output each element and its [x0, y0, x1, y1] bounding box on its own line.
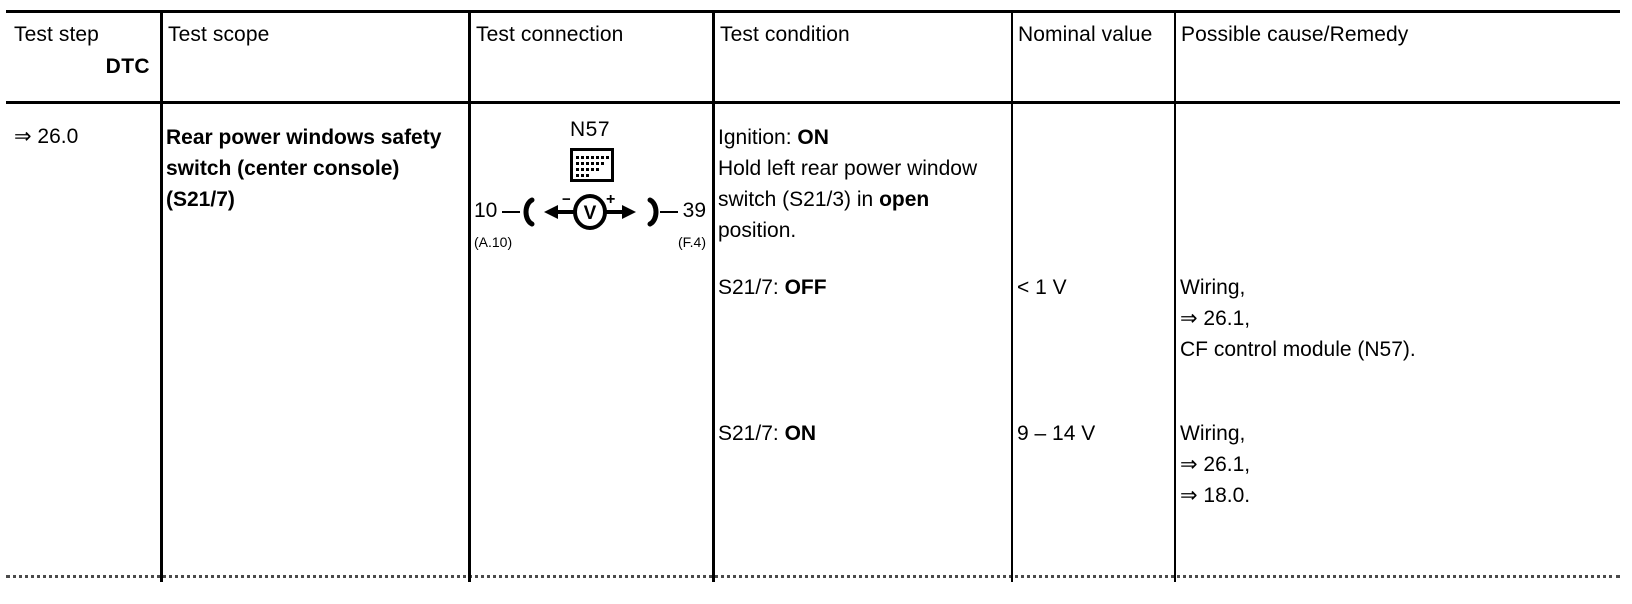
test-scope-value: Rear power windows safety switch (center…: [166, 126, 442, 211]
remedy-line: Wiring,: [1180, 422, 1246, 445]
svg-text:−: −: [562, 192, 571, 208]
test-condition-instruction: Hold left rear power window switch (S21/…: [718, 157, 978, 211]
column-header-test-step: Test step DTC: [14, 22, 150, 80]
column-divider-body-5: [1174, 104, 1176, 582]
state-on-value: ON: [784, 422, 817, 445]
column-divider-body-3: [712, 104, 715, 582]
column-divider-body-4: [1011, 104, 1013, 582]
column-divider-body-2: [468, 104, 471, 582]
test-condition-state-on: S21/7: ON: [718, 418, 816, 449]
column-divider-2: [468, 12, 471, 102]
module-designation-label: N57: [569, 118, 611, 141]
connector-right-label: (F.4): [678, 234, 706, 250]
column-header-test-step-label: Test step: [14, 23, 99, 46]
switch-position-rest: position.: [718, 219, 797, 242]
column-header-test-connection: Test connection: [476, 23, 624, 46]
ignition-label: Ignition:: [718, 126, 792, 149]
test-condition-intro: Ignition: ON Hold left rear power window…: [718, 122, 988, 246]
terminal-left-number: 10: [474, 199, 498, 222]
state-off-value: OFF: [784, 276, 827, 299]
state-on-label: S21/7:: [718, 422, 779, 445]
remedy-block-on: Wiring, ⇒ 26.1, ⇒ 18.0.: [1180, 418, 1250, 511]
remedy-line: Wiring,: [1180, 276, 1246, 299]
svg-text:V: V: [584, 203, 597, 224]
column-divider-body-1: [160, 104, 163, 582]
test-connection-diagram: N57: [474, 118, 706, 268]
remedy-block-off: Wiring, ⇒ 26.1, CF control module (N57).: [1180, 272, 1416, 365]
table-bottom-border: [6, 575, 1620, 578]
connection-wire-row: 10 39 − V +: [474, 191, 706, 232]
state-off-label: S21/7:: [718, 276, 779, 299]
remedy-line: CF control module (N57).: [1180, 338, 1416, 361]
connector-left-label: (A.10): [474, 234, 513, 250]
test-condition-state-off: S21/7: OFF: [718, 272, 827, 303]
nominal-value-on: 9 – 14 V: [1017, 422, 1096, 445]
test-step-value: ⇒ 26.0: [14, 125, 79, 148]
column-header-possible-cause-remedy: Possible cause/Remedy: [1181, 23, 1409, 46]
column-header-test-scope: Test scope: [168, 23, 270, 46]
control-module-icon: [570, 148, 614, 187]
remedy-line: ⇒ 26.1,: [1180, 307, 1251, 330]
voltmeter-symbol-icon: − V +: [500, 191, 680, 237]
column-divider-5: [1174, 12, 1176, 102]
table-top-border: [6, 10, 1620, 13]
remedy-line: ⇒ 18.0.: [1180, 484, 1251, 507]
svg-text:+: +: [606, 192, 615, 208]
column-divider-3: [712, 12, 715, 102]
nominal-value-off: < 1 V: [1017, 276, 1067, 299]
switch-position-emphasis: open: [879, 188, 930, 211]
remedy-line: ⇒ 26.1,: [1180, 453, 1251, 476]
column-header-test-condition: Test condition: [720, 23, 850, 46]
header-bottom-border: [6, 101, 1620, 104]
column-header-nominal-value: Nominal value: [1018, 23, 1153, 46]
ignition-value: ON: [797, 126, 829, 149]
terminal-right-number: 39: [682, 199, 706, 222]
column-divider-1: [160, 12, 163, 102]
column-header-dtc-label: DTC: [105, 55, 150, 78]
column-divider-4: [1011, 12, 1013, 102]
